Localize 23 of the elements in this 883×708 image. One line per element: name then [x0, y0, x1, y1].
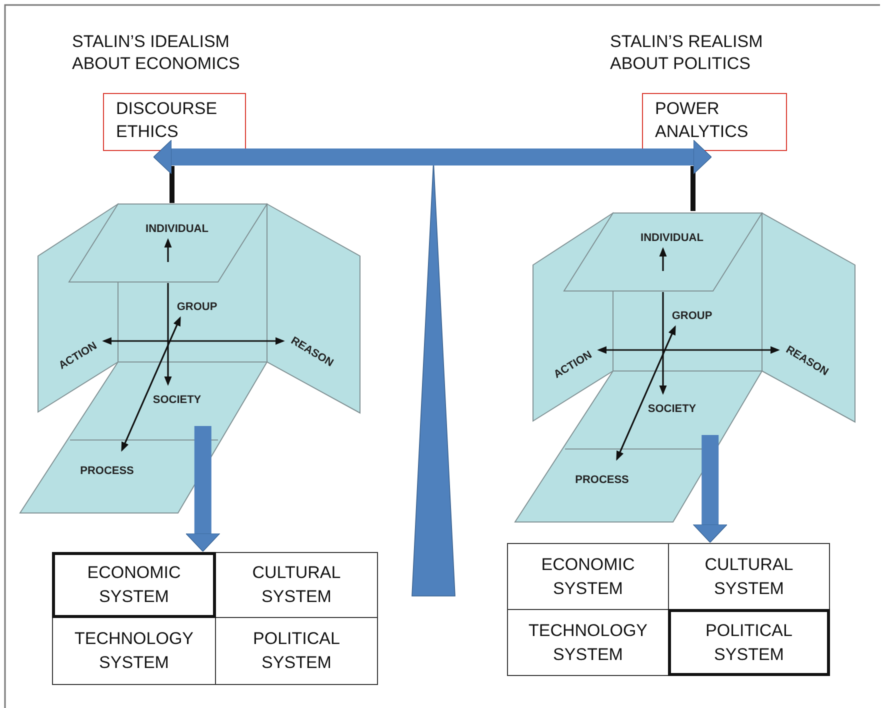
axis-label: SOCIETY	[648, 403, 696, 415]
block-arrow	[692, 435, 728, 543]
system-cell: POLITICAL SYSTEM	[668, 609, 830, 676]
system-cell: ECONOMIC SYSTEM	[507, 543, 669, 610]
heading-text: STALIN’S REALISM ABOUT POLITICS	[610, 31, 764, 75]
text-box: POWER ANALYTICS	[642, 93, 787, 151]
axis-label: INDIVIDUAL	[640, 232, 704, 244]
system-cell: CULTURAL SYSTEM	[215, 552, 378, 618]
system-cell: TECHNOLOGY SYSTEM	[52, 617, 216, 685]
system-cell: POLITICAL SYSTEM	[215, 617, 378, 685]
axis-label: GROUP	[672, 310, 712, 322]
system-cell: ECONOMIC SYSTEM	[52, 552, 216, 618]
axis-label: GROUP	[176, 301, 218, 313]
axis-label: SOCIETY	[152, 394, 202, 406]
axis-label: INDIVIDUAL	[146, 223, 208, 235]
system-cell: TECHNOLOGY SYSTEM	[507, 609, 669, 676]
axis-label: PROCESS	[575, 474, 629, 486]
balance-beam-arrow	[153, 140, 712, 174]
axis-label: PROCESS	[80, 465, 134, 477]
text-box: DISCOURSE ETHICS	[103, 93, 246, 151]
system-cell: CULTURAL SYSTEM	[668, 543, 830, 610]
block-arrow	[186, 426, 220, 552]
heading-text: STALIN’S IDEALISM ABOUT ECONOMICS	[72, 31, 241, 75]
